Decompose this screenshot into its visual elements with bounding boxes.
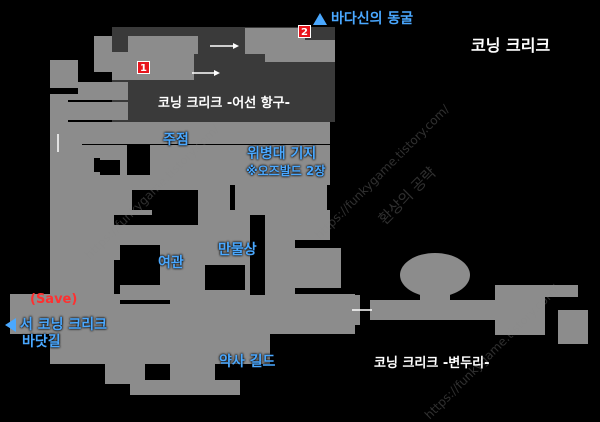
arrow-right-icon <box>210 43 239 49</box>
marker-1: 1 <box>137 61 150 74</box>
marker-2: 2 <box>298 25 311 38</box>
label-pharmacist-guild: 약사 길드 <box>219 354 276 370</box>
arrow-right-icon <box>192 70 220 76</box>
region-title: 코닝 크리크 <box>471 36 551 55</box>
left-triangle-icon <box>5 318 16 332</box>
label-guard-base: 위병대 기지 <box>247 146 317 162</box>
map-canvas <box>5 13 588 395</box>
label-general-store: 만물상 <box>218 242 257 258</box>
label-outskirts: 코닝 크리크 -변두리- <box>374 356 490 371</box>
label-west-exit-line1: 서 코닝 크리크 <box>20 317 108 333</box>
up-triangle-icon <box>313 13 327 25</box>
label-inn: 여관 <box>158 255 184 271</box>
label-cave: 바다신의 동굴 <box>331 11 414 27</box>
label-guard-base-note: ※오즈발드 2장 <box>246 164 326 178</box>
label-tavern: 주점 <box>163 132 189 148</box>
wall-shapes <box>50 88 265 304</box>
label-save: (Save) <box>30 292 78 307</box>
label-harbor: 코닝 크리크 -어선 항구- <box>158 96 291 111</box>
label-west-exit-line2: 바닷길 <box>22 334 61 350</box>
floor-area <box>10 28 588 395</box>
